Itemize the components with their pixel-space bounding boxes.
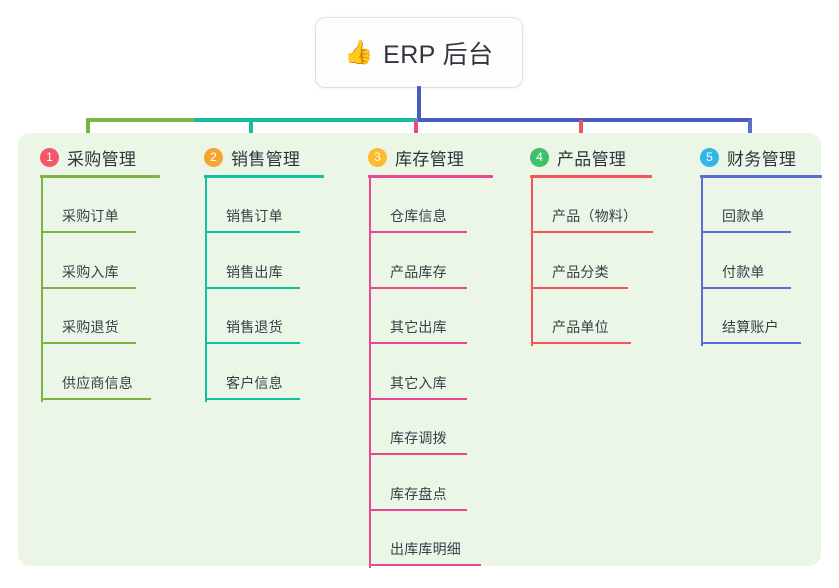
module-item-label: 产品单位 — [552, 319, 609, 335]
module-item-rule — [369, 231, 467, 233]
module-number-badge: 2 — [204, 148, 223, 167]
module-item-label: 其它入库 — [390, 374, 447, 391]
module-trunk-connector — [369, 177, 371, 568]
module-item[interactable]: 产品分类 — [530, 255, 657, 289]
module-item-label: 采购入库 — [62, 263, 119, 280]
module-item-label: 销售出库 — [226, 263, 283, 280]
module-number-badge: 5 — [700, 148, 719, 167]
module-trunk-connector — [701, 177, 703, 346]
module-item-label: 出库库明细 — [390, 541, 461, 557]
module-header[interactable]: 1 采购管理 — [40, 145, 136, 170]
module-item-label: 库存调拨 — [390, 430, 447, 446]
module-item[interactable]: 采购订单 — [40, 199, 165, 233]
module-header-rule — [368, 175, 493, 178]
root-node-label: ERP 后台 — [383, 40, 494, 69]
root-stem-connector — [417, 86, 421, 120]
module-title: 销售管理 — [231, 150, 301, 169]
module-trunk-connector — [41, 177, 43, 402]
module-item[interactable]: 采购入库 — [40, 255, 165, 289]
module-item[interactable]: 出库库明细 — [368, 532, 510, 566]
module-title: 采购管理 — [67, 150, 137, 169]
module-item-rule — [369, 342, 467, 344]
module-header-rule — [530, 175, 652, 178]
module-item-rule — [41, 231, 136, 233]
module-item[interactable]: 产品单位 — [530, 310, 660, 344]
module-header[interactable]: 5 财务管理 — [700, 145, 796, 170]
module-item-rule — [531, 342, 631, 344]
module-item[interactable]: 其它入库 — [368, 366, 496, 400]
module-header[interactable]: 2 销售管理 — [204, 145, 300, 170]
module-header[interactable]: 4 产品管理 — [530, 145, 626, 170]
bus-segment-2 — [194, 118, 420, 122]
module-item[interactable]: 付款单 — [700, 255, 820, 289]
module-item-rule — [41, 286, 136, 289]
module-item-label: 产品分类 — [552, 263, 609, 280]
root-node-content: 👍 ERP 后台 — [345, 35, 494, 71]
module-item-label: 回款单 — [722, 208, 765, 224]
module-item-rule — [369, 508, 467, 511]
module-title: 产品管理 — [557, 150, 627, 169]
module-item[interactable]: 其它出库 — [368, 310, 496, 344]
module-title: 库存管理 — [395, 150, 465, 169]
module-item-label: 采购退货 — [62, 319, 119, 335]
module-item-label: 销售订单 — [226, 208, 283, 224]
module-item-rule — [531, 286, 628, 289]
module-item-rule — [369, 453, 467, 455]
module-item-label: 产品（物料） — [552, 208, 638, 224]
module-item-rule — [369, 286, 467, 289]
module-trunk-connector — [531, 177, 533, 346]
module-item-label: 仓库信息 — [390, 208, 447, 224]
module-item-rule — [701, 342, 801, 344]
module-item[interactable]: 仓库信息 — [368, 199, 496, 233]
thumbs-up-icon: 👍 — [344, 39, 374, 65]
module-item[interactable]: 销售订单 — [204, 199, 329, 233]
module-item[interactable]: 客户信息 — [204, 366, 329, 400]
module-item-rule — [701, 286, 791, 289]
module-item-rule — [369, 397, 467, 400]
module-item[interactable]: 库存盘点 — [368, 477, 496, 511]
module-number-badge: 3 — [368, 148, 387, 167]
module-item-rule — [369, 564, 481, 566]
module-item-label: 采购订单 — [62, 208, 119, 224]
module-number-badge: 1 — [40, 148, 59, 167]
module-item[interactable]: 销售退货 — [204, 310, 329, 344]
module-item[interactable]: 产品（物料） — [530, 199, 682, 233]
module-header[interactable]: 3 库存管理 — [368, 145, 464, 170]
module-header-rule — [40, 175, 160, 178]
module-item[interactable]: 采购退货 — [40, 310, 165, 344]
module-item-rule — [531, 231, 653, 233]
root-node-card[interactable]: 👍 ERP 后台 — [316, 18, 522, 87]
module-header-rule — [204, 175, 324, 178]
module-item-rule — [205, 231, 300, 233]
module-item-rule — [205, 286, 300, 289]
module-item-label: 产品库存 — [390, 263, 447, 280]
module-item-label: 库存盘点 — [390, 485, 447, 502]
module-item[interactable]: 回款单 — [700, 199, 820, 233]
bus-segment-3 — [418, 118, 752, 122]
module-item[interactable]: 产品库存 — [368, 255, 496, 289]
module-item[interactable]: 销售出库 — [204, 255, 329, 289]
module-item-rule — [701, 231, 791, 233]
module-item-label: 其它出库 — [390, 319, 447, 335]
module-item-label: 销售退货 — [226, 319, 283, 335]
module-item-rule — [41, 342, 136, 344]
module-item-rule — [205, 342, 300, 344]
module-item-label: 供应商信息 — [62, 374, 133, 391]
module-item-label: 客户信息 — [226, 374, 283, 391]
module-trunk-connector — [205, 177, 207, 402]
modules-panel: 1 采购管理采购订单采购入库采购退货供应商信息 2 销售管理销售订单销售出库销售退货客… — [18, 133, 822, 568]
module-number-badge: 4 — [530, 148, 549, 167]
module-item-label: 结算账户 — [722, 319, 779, 335]
module-item[interactable]: 供应商信息 — [40, 366, 180, 400]
module-item[interactable]: 结算账户 — [700, 310, 830, 344]
module-item-label: 付款单 — [722, 263, 765, 280]
module-title: 财务管理 — [727, 150, 797, 169]
module-item[interactable]: 库存调拨 — [368, 421, 496, 455]
bus-segment-1 — [86, 118, 196, 122]
module-item-rule — [205, 397, 300, 400]
module-item-rule — [41, 397, 151, 400]
module-header-rule — [700, 175, 822, 178]
